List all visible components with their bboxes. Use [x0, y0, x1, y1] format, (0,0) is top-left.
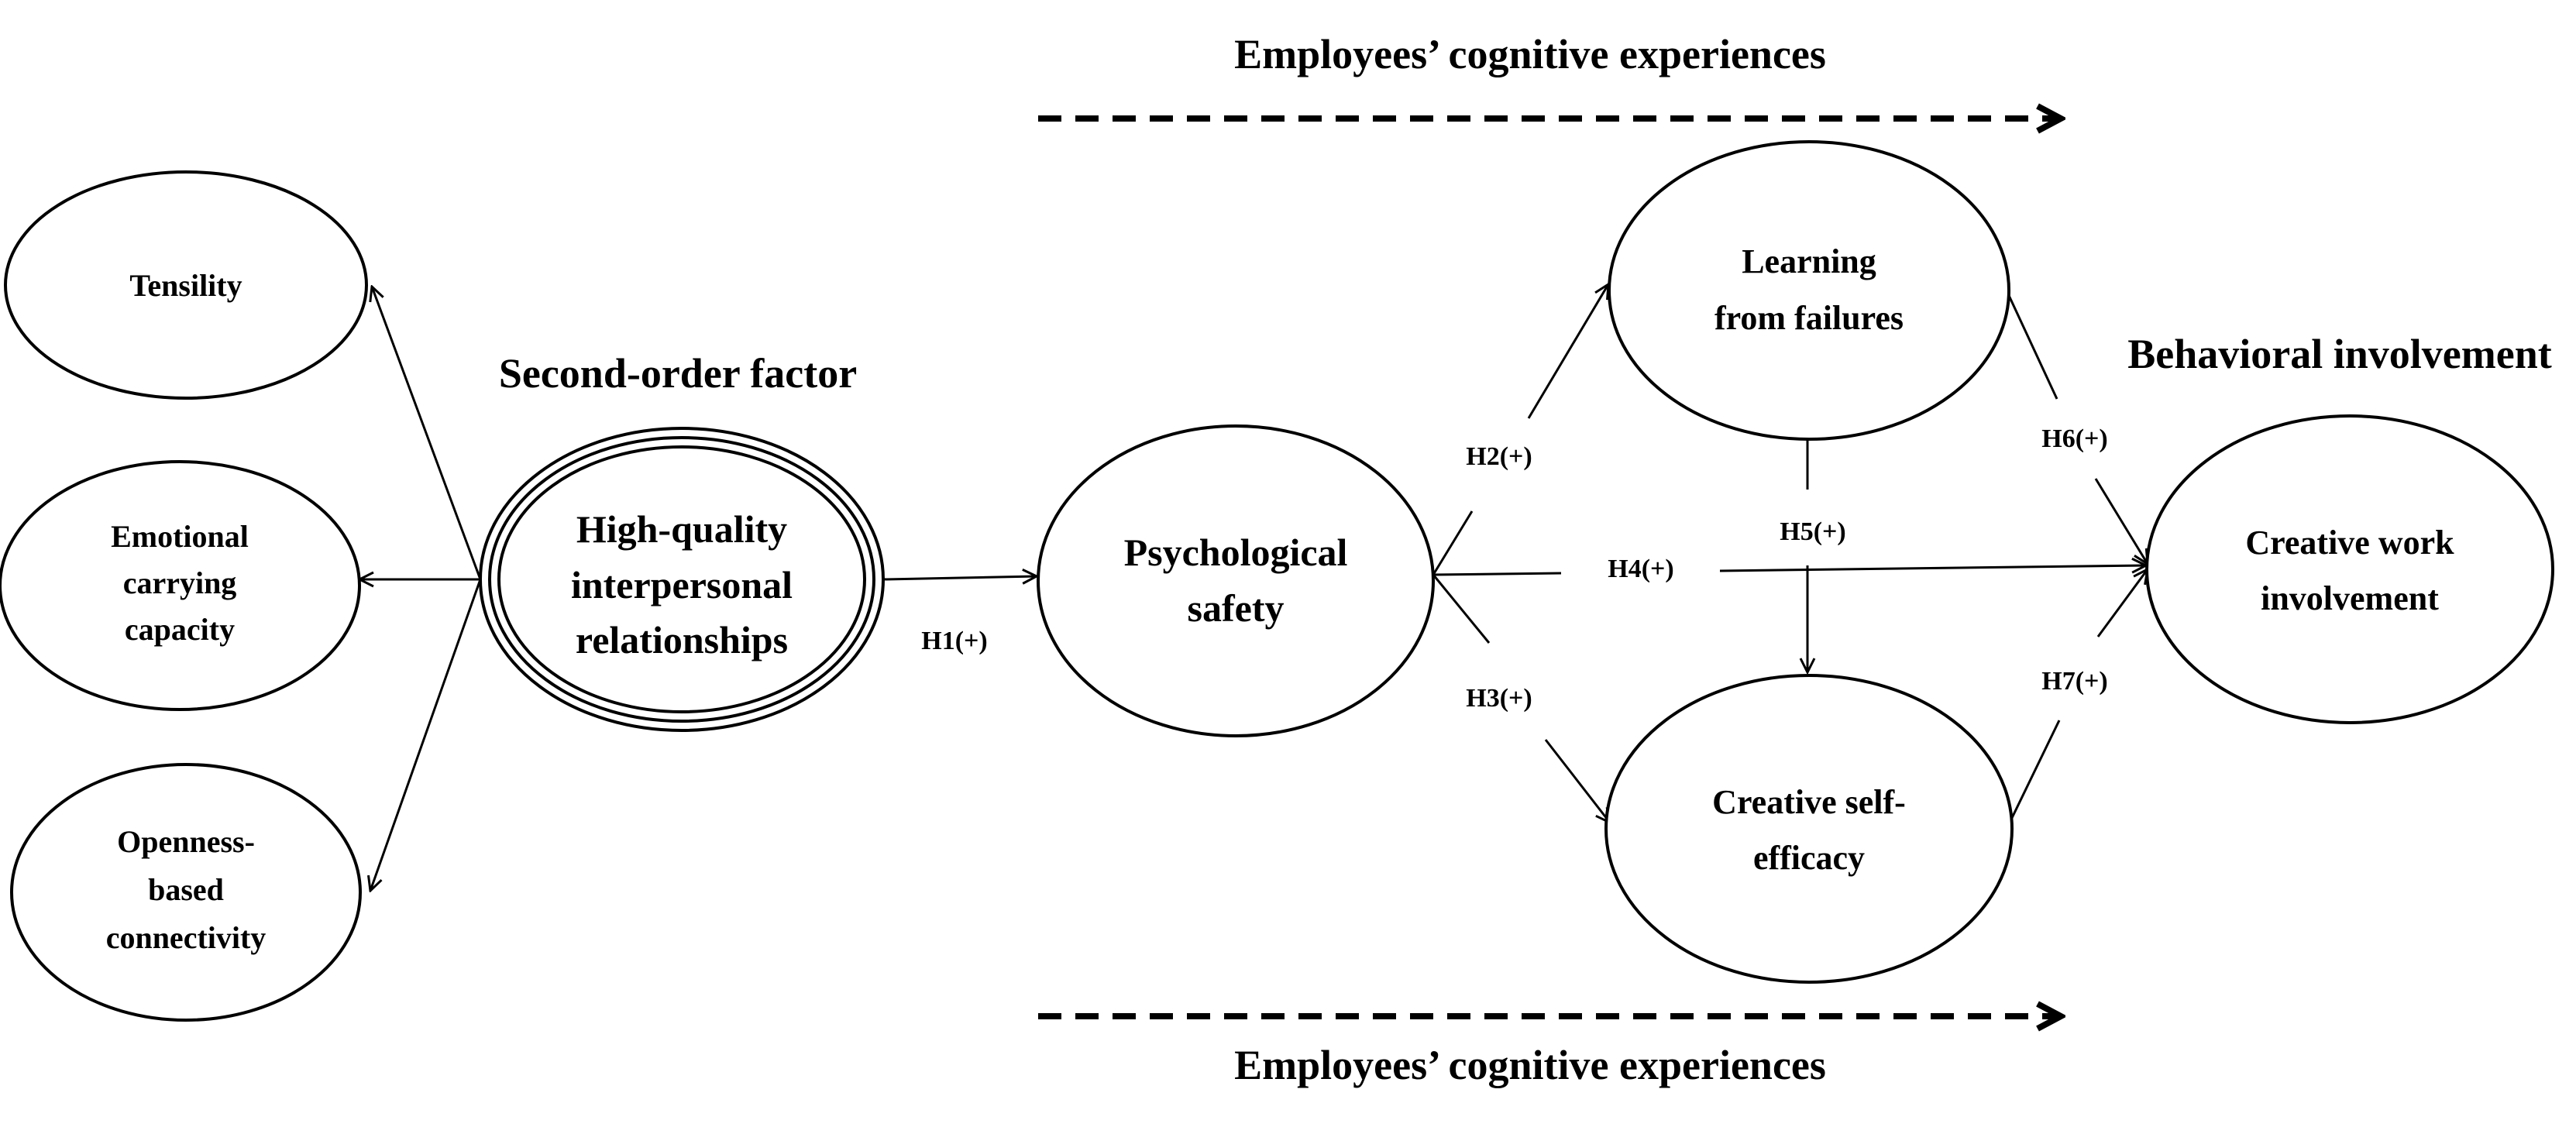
edge-h3 [1432, 574, 1491, 644]
node-cwi-label-2: involvement [2261, 579, 2439, 617]
node-emotional-label-3: capacity [125, 612, 235, 647]
edge-h4 [1432, 572, 1562, 576]
edge-h7-b [2096, 569, 2148, 637]
edge-h2-b [1527, 284, 1608, 419]
node-hqir: High-quality interpersonal relationships [479, 427, 885, 732]
label-h4: H4(+) [1608, 555, 1673, 583]
edge-h1 [882, 576, 1037, 579]
edge-h6 [2005, 290, 2058, 400]
node-openness-label-3: connectivity [106, 920, 267, 955]
node-tensility: Tensility [4, 170, 368, 400]
label-h2: H2(+) [1466, 442, 1532, 471]
node-openness-label-1: Openness- [117, 824, 255, 859]
node-hqir-label-2: interpersonal [571, 563, 793, 606]
edge-h3-b [1544, 739, 1610, 823]
node-cwi: Creative work involvement [2145, 414, 2554, 724]
node-selfeff-label-2: efficacy [1753, 839, 1865, 877]
node-tensility-label: Tensility [129, 268, 242, 303]
label-h5: H5(+) [1780, 517, 1845, 546]
label-h3: H3(+) [1466, 684, 1532, 713]
edge-h7 [2009, 720, 2061, 822]
heading-cognitive-bottom: Employees’ cognitive experiences [1234, 1042, 1826, 1088]
heading-cognitive-top: Employees’ cognitive experiences [1234, 31, 1826, 77]
node-learning: Learning from failures [1608, 140, 2010, 441]
node-openness: Openness- based connectivity [10, 763, 362, 1022]
label-h1: H1(+) [921, 627, 987, 655]
node-psych: Psychological safety [1037, 424, 1435, 737]
heading-behavioral: Behavioral involvement [2127, 331, 2551, 377]
edge-h4-b [1719, 565, 2146, 571]
edge-hqir-tensility [372, 287, 482, 580]
node-selfeff-label-1: Creative self- [1712, 783, 1906, 821]
label-h6: H6(+) [2041, 424, 2107, 453]
node-hqir-label-1: High-quality [576, 507, 787, 551]
node-emotional-label-2: carrying [123, 565, 237, 600]
node-psych-label-2: safety [1188, 586, 1285, 630]
node-emotional-label-1: Emotional [111, 519, 249, 554]
node-learning-label-1: Learning [1742, 242, 1876, 280]
node-hqir-label-3: relationships [576, 618, 788, 661]
node-selfeff: Creative self- efficacy [1604, 674, 2014, 984]
node-openness-label-2: based [148, 872, 224, 907]
edge-h6-b [2094, 478, 2148, 564]
edge-hqir-openness [370, 579, 482, 891]
heading-second-order: Second-order factor [499, 350, 857, 397]
edge-h2 [1432, 510, 1474, 576]
node-psych-label-1: Psychological [1124, 531, 1348, 574]
node-emotional: Emotional carrying capacity [0, 460, 361, 711]
node-learning-label-2: from failures [1714, 299, 1904, 337]
label-h7: H7(+) [2041, 667, 2107, 696]
node-cwi-label-1: Creative work [2245, 524, 2454, 562]
